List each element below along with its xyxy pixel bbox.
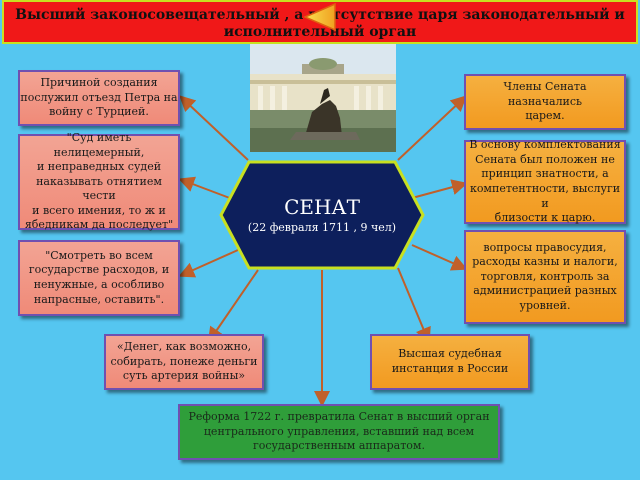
left-box-3-line: государстве расходов, и <box>28 263 170 277</box>
arrow-to-right-1 <box>397 95 467 161</box>
bottom-box-reform: Реформа 1722 г. превратила Сенат в высши… <box>178 404 500 460</box>
right-box-competence: вопросы правосудия, расходы казны и нало… <box>464 230 626 324</box>
right-box-3-line: администрацией разных <box>473 284 617 298</box>
bottom-box-line: центрального управления, вставший над вс… <box>203 424 475 438</box>
arrow-to-right-4 <box>397 267 431 344</box>
right-box-1-line: царем. <box>525 109 565 123</box>
right-box-court-instance: Высшая судебная инстанция в России <box>370 334 530 390</box>
right-box-2-line: В основу комплектования <box>469 138 621 152</box>
left-box-2-line: ябедникам да последует" <box>24 218 174 232</box>
bottom-box-line: Реформа 1722 г. превратила Сенат в высши… <box>188 410 490 424</box>
left-box-2-line: "Суд иметь нелицемерный, <box>53 130 145 159</box>
right-box-1-line: Члены Сената назначались <box>503 80 587 108</box>
arrow-to-left-1 <box>179 95 249 161</box>
left-box-1-line: послужил отъезд Петра на <box>20 90 178 104</box>
right-box-3-line: вопросы правосудия, <box>483 240 607 254</box>
right-box-2-line: компетентности, выслуги и <box>469 182 621 210</box>
right-box-composition: В основу комплектования Сената был полож… <box>464 138 626 225</box>
left-box-money-quote: «Денег, как возможно, собирать, понеже д… <box>104 334 264 390</box>
left-box-2-line: наказывать отнятием чести <box>36 174 162 203</box>
left-box-1-line: Причиной создания <box>40 76 158 90</box>
left-box-4-line: «Денег, как возможно, <box>116 340 252 354</box>
senate-building-photo <box>250 44 396 152</box>
back-triangle-icon[interactable] <box>303 2 337 32</box>
left-box-court-quote: "Суд иметь нелицемерный, и неправедных с… <box>18 130 180 232</box>
left-box-2-line: и всего имения, то ж и <box>32 203 166 217</box>
right-box-appointment: Члены Сената назначались царем. <box>464 74 626 130</box>
left-box-2-line: и неправедных судей <box>36 160 162 174</box>
left-box-1-line: войну с Турцией. <box>49 105 149 119</box>
left-box-4-line: собирать, понеже деньги <box>110 354 258 368</box>
left-box-3-line: ненужные, а особливо <box>33 278 165 291</box>
right-box-4-line: Высшая судебная <box>398 347 502 361</box>
arrow-to-left-3 <box>178 249 239 278</box>
arrow-to-right-2 <box>411 179 468 199</box>
right-box-3-line: уровней. <box>519 298 571 312</box>
right-box-3-line: торговля, контроль за <box>480 269 610 283</box>
senate-subtitle: (22 февраля 1711 , 9 чел) <box>247 221 397 234</box>
right-box-3-line: расходы казны и налоги, <box>472 255 618 269</box>
arrow-to-right-3 <box>411 244 468 271</box>
senate-label: СЕНАТ (22 февраля 1711 , 9 чел) <box>219 160 425 270</box>
right-box-4-line: инстанция в России <box>391 362 509 375</box>
left-box-3-line: "Смотреть во всем <box>45 248 153 262</box>
senate-hexagon <box>219 160 425 270</box>
arrow-to-left-2 <box>178 176 236 201</box>
left-box-3-line: напрасные, оставить". <box>33 292 165 306</box>
left-box-4-line: суть артерия войны» <box>122 369 246 383</box>
left-box-reason: Причиной создания послужил отъезд Петра … <box>18 70 180 126</box>
arrow-to-left-4 <box>207 269 259 344</box>
header-line-2: исполнительный орган <box>223 24 417 40</box>
left-box-expenses-quote: "Смотреть во всем государстве расходов, … <box>18 240 180 316</box>
right-box-2-line: близости к царю. <box>494 211 596 225</box>
bottom-box-line: государственным аппаратом. <box>253 439 425 453</box>
senate-title: СЕНАТ <box>284 195 360 219</box>
right-box-2-line: Сената был положен не <box>475 152 615 166</box>
right-box-2-line: принцип знатности, а <box>481 167 609 181</box>
